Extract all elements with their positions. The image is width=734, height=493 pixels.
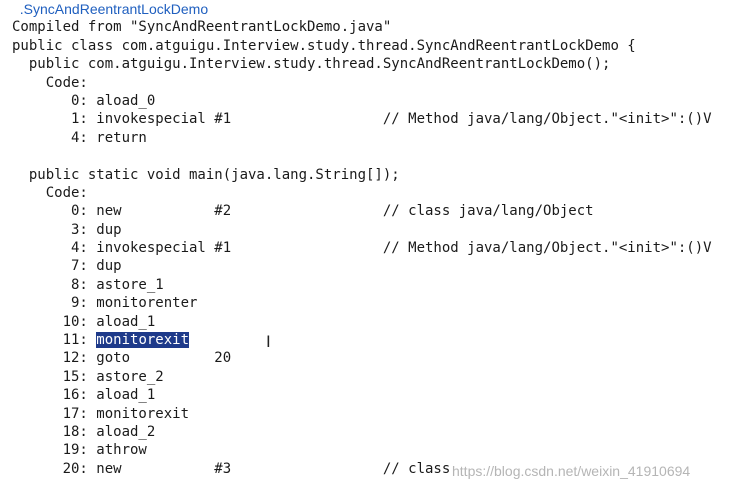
- instruction-line: 4: invokespecial #1 // Method java/lang/…: [12, 240, 712, 257]
- text-cursor-icon: I: [266, 332, 271, 351]
- blank-line: [12, 147, 712, 165]
- code-label: Code:: [12, 184, 88, 201]
- code-label: Code:: [12, 74, 88, 91]
- instruction-line: 18: aload_2: [12, 423, 156, 440]
- instruction-line: 7: dup: [12, 258, 122, 275]
- compiled-from-line: Compiled from "SyncAndReentrantLockDemo.…: [12, 19, 392, 36]
- instruction-line: 12: goto 20: [12, 350, 232, 367]
- instruction-line: 8: astore_1: [12, 276, 164, 293]
- instruction-line: 15: astore_2: [12, 368, 164, 385]
- class-name-line: .SyncAndReentrantLockDemo: [12, 1, 209, 17]
- instruction-line-selected[interactable]: 11: monitorexit: [12, 331, 712, 349]
- class-declaration-line: public class com.atguigu.Interview.study…: [12, 37, 636, 54]
- instruction-line: 10: aload_1: [12, 313, 156, 330]
- instruction-line: 3: dup: [12, 221, 122, 238]
- constructor-declaration-line: public com.atguigu.Interview.study.threa…: [12, 56, 611, 73]
- selected-text[interactable]: monitorexit: [96, 332, 190, 349]
- instruction-line: 17: monitorexit: [12, 405, 190, 422]
- instruction-line: 0: new #2 // class java/lang/Object: [12, 203, 594, 220]
- bytecode-listing: .SyncAndReentrantLockDemo Compiled from …: [12, 0, 712, 478]
- instruction-offset: 11:: [12, 332, 97, 349]
- instruction-line: 1: invokespecial #1 // Method java/lang/…: [12, 111, 712, 128]
- main-declaration-line: public static void main(java.lang.String…: [12, 166, 400, 183]
- instruction-line: 0: aload_0: [12, 92, 156, 109]
- watermark: https://blog.csdn.net/weixin_41910694: [452, 463, 691, 479]
- instruction-line: 20: new #3 // class: [12, 460, 451, 477]
- instruction-line: 16: aload_1: [12, 387, 156, 404]
- instruction-line: 19: athrow: [12, 442, 147, 459]
- instruction-line: 9: monitorenter: [12, 295, 198, 312]
- instruction-line: 4: return: [12, 129, 147, 146]
